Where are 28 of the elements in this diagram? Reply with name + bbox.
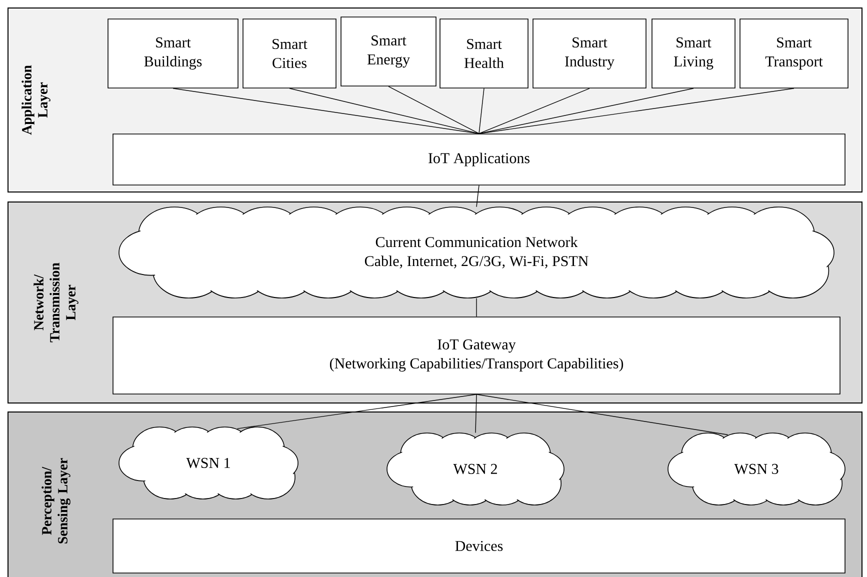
connector-line bbox=[476, 394, 728, 436]
node-label: Current Communication Network bbox=[376, 236, 578, 248]
cloud: WSN 2 bbox=[386, 432, 564, 506]
cloud: WSN 1 bbox=[118, 426, 298, 500]
connector-line bbox=[476, 185, 480, 208]
text-box: Smart Cities bbox=[242, 18, 336, 88]
node-label: Cable, Internet, 2G/3G, Wi-Fi, PSTN bbox=[364, 256, 588, 268]
cloud: Current Communication Network Cable, Internet, 2G/3G, Wi-Fi, PSTN bbox=[118, 206, 834, 298]
connector-line bbox=[476, 298, 477, 317]
text-box: Smart Industry bbox=[532, 18, 646, 88]
connector-line bbox=[388, 86, 480, 134]
connector-line bbox=[236, 394, 477, 430]
text-box: Smart Energy bbox=[340, 16, 436, 86]
text-box: Smart Living bbox=[652, 18, 736, 88]
connector-line bbox=[475, 394, 477, 434]
connector-line bbox=[289, 88, 480, 134]
text-box: IoT Applications bbox=[112, 134, 846, 186]
connector-line bbox=[172, 88, 480, 134]
connector-line bbox=[478, 88, 694, 134]
text-box: Smart Transport bbox=[740, 18, 848, 88]
connector-line bbox=[478, 88, 794, 134]
connector-line bbox=[478, 88, 590, 134]
text-box: IoT Gateway (Networking Capabilities/Transport Capabilities) bbox=[112, 316, 840, 394]
cloud: WSN 3 bbox=[668, 432, 846, 506]
text-box: Devices bbox=[112, 518, 846, 574]
connector-line bbox=[478, 88, 484, 134]
text-box: Smart Health bbox=[440, 18, 528, 88]
text-box: Smart Buildings bbox=[108, 18, 238, 88]
